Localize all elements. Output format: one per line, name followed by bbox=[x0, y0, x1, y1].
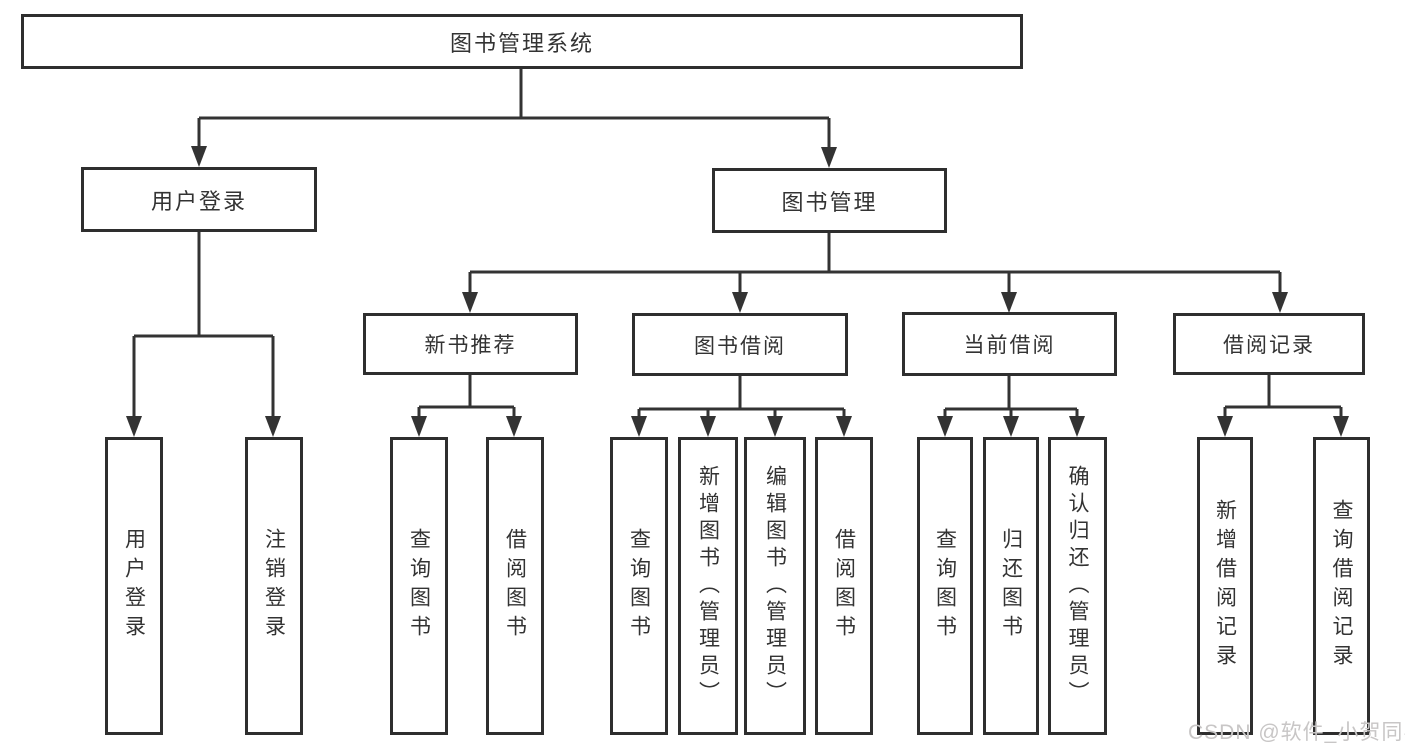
node-current-borrow-label: 当前借阅 bbox=[963, 334, 1056, 357]
node-user-login-label: 用户登录 bbox=[150, 188, 247, 214]
node-current-borrow: 当前借阅 bbox=[902, 312, 1117, 376]
leaf-return-books-label: 归还图书 bbox=[999, 528, 1023, 644]
leaf-query-books-recommend-label: 查询图书 bbox=[407, 528, 431, 644]
leaf-query-borrow-record-label: 查询借阅记录 bbox=[1330, 499, 1353, 673]
leaf-query-borrow-record: 查询借阅记录 bbox=[1313, 437, 1370, 735]
leaf-add-borrow-record: 新增借阅记录 bbox=[1197, 437, 1253, 735]
node-book-borrow: 图书借阅 bbox=[632, 313, 848, 376]
leaf-edit-books-admin-label: 编辑图书（管理员） bbox=[763, 464, 787, 708]
node-borrow-records: 借阅记录 bbox=[1173, 313, 1365, 375]
node-new-book-recommend-label: 新书推荐 bbox=[424, 334, 517, 357]
leaf-confirm-return-admin-label: 确认归还（管理员） bbox=[1066, 464, 1089, 708]
leaf-add-books-admin-label: 新增图书（管理员） bbox=[696, 464, 720, 708]
node-book-management: 图书管理 bbox=[712, 168, 947, 233]
node-book-management-label: 图书管理 bbox=[781, 189, 878, 215]
leaf-query-books-borrow-label: 查询图书 bbox=[627, 528, 651, 644]
node-user-login: 用户登录 bbox=[81, 167, 317, 232]
leaf-user-login-label: 用户登录 bbox=[122, 528, 146, 644]
leaf-confirm-return-admin: 确认归还（管理员） bbox=[1048, 437, 1107, 735]
node-new-book-recommend: 新书推荐 bbox=[363, 313, 578, 375]
node-book-borrow-label: 图书借阅 bbox=[694, 334, 786, 358]
csdn-watermark: CSDN @软件_小贺同学 bbox=[1188, 721, 1405, 744]
leaf-logout: 注销登录 bbox=[245, 437, 303, 735]
leaf-user-login: 用户登录 bbox=[105, 437, 163, 735]
leaf-query-books-recommend: 查询图书 bbox=[390, 437, 448, 735]
leaf-borrow-books-recommend: 借阅图书 bbox=[486, 437, 544, 735]
leaf-return-books: 归还图书 bbox=[983, 437, 1039, 735]
leaf-add-borrow-record-label: 新增借阅记录 bbox=[1213, 499, 1237, 673]
arrowheads bbox=[126, 146, 1349, 437]
leaf-borrow-books-recommend-label: 借阅图书 bbox=[503, 528, 527, 644]
leaf-edit-books-admin: 编辑图书（管理员） bbox=[744, 437, 806, 735]
node-borrow-records-label: 借阅记录 bbox=[1223, 334, 1315, 357]
leaf-query-books-current-label: 查询图书 bbox=[933, 528, 957, 644]
node-root-system: 图书管理系统 bbox=[21, 14, 1023, 69]
leaf-borrow-books: 借阅图书 bbox=[815, 437, 873, 735]
leaf-add-books-admin: 新增图书（管理员） bbox=[678, 437, 738, 735]
node-root-label: 图书管理系统 bbox=[449, 30, 594, 56]
leaf-query-books-borrow: 查询图书 bbox=[610, 437, 668, 735]
leaf-logout-label: 注销登录 bbox=[262, 528, 286, 644]
leaf-query-books-current: 查询图书 bbox=[917, 437, 973, 735]
leaf-borrow-books-label: 借阅图书 bbox=[832, 528, 856, 644]
